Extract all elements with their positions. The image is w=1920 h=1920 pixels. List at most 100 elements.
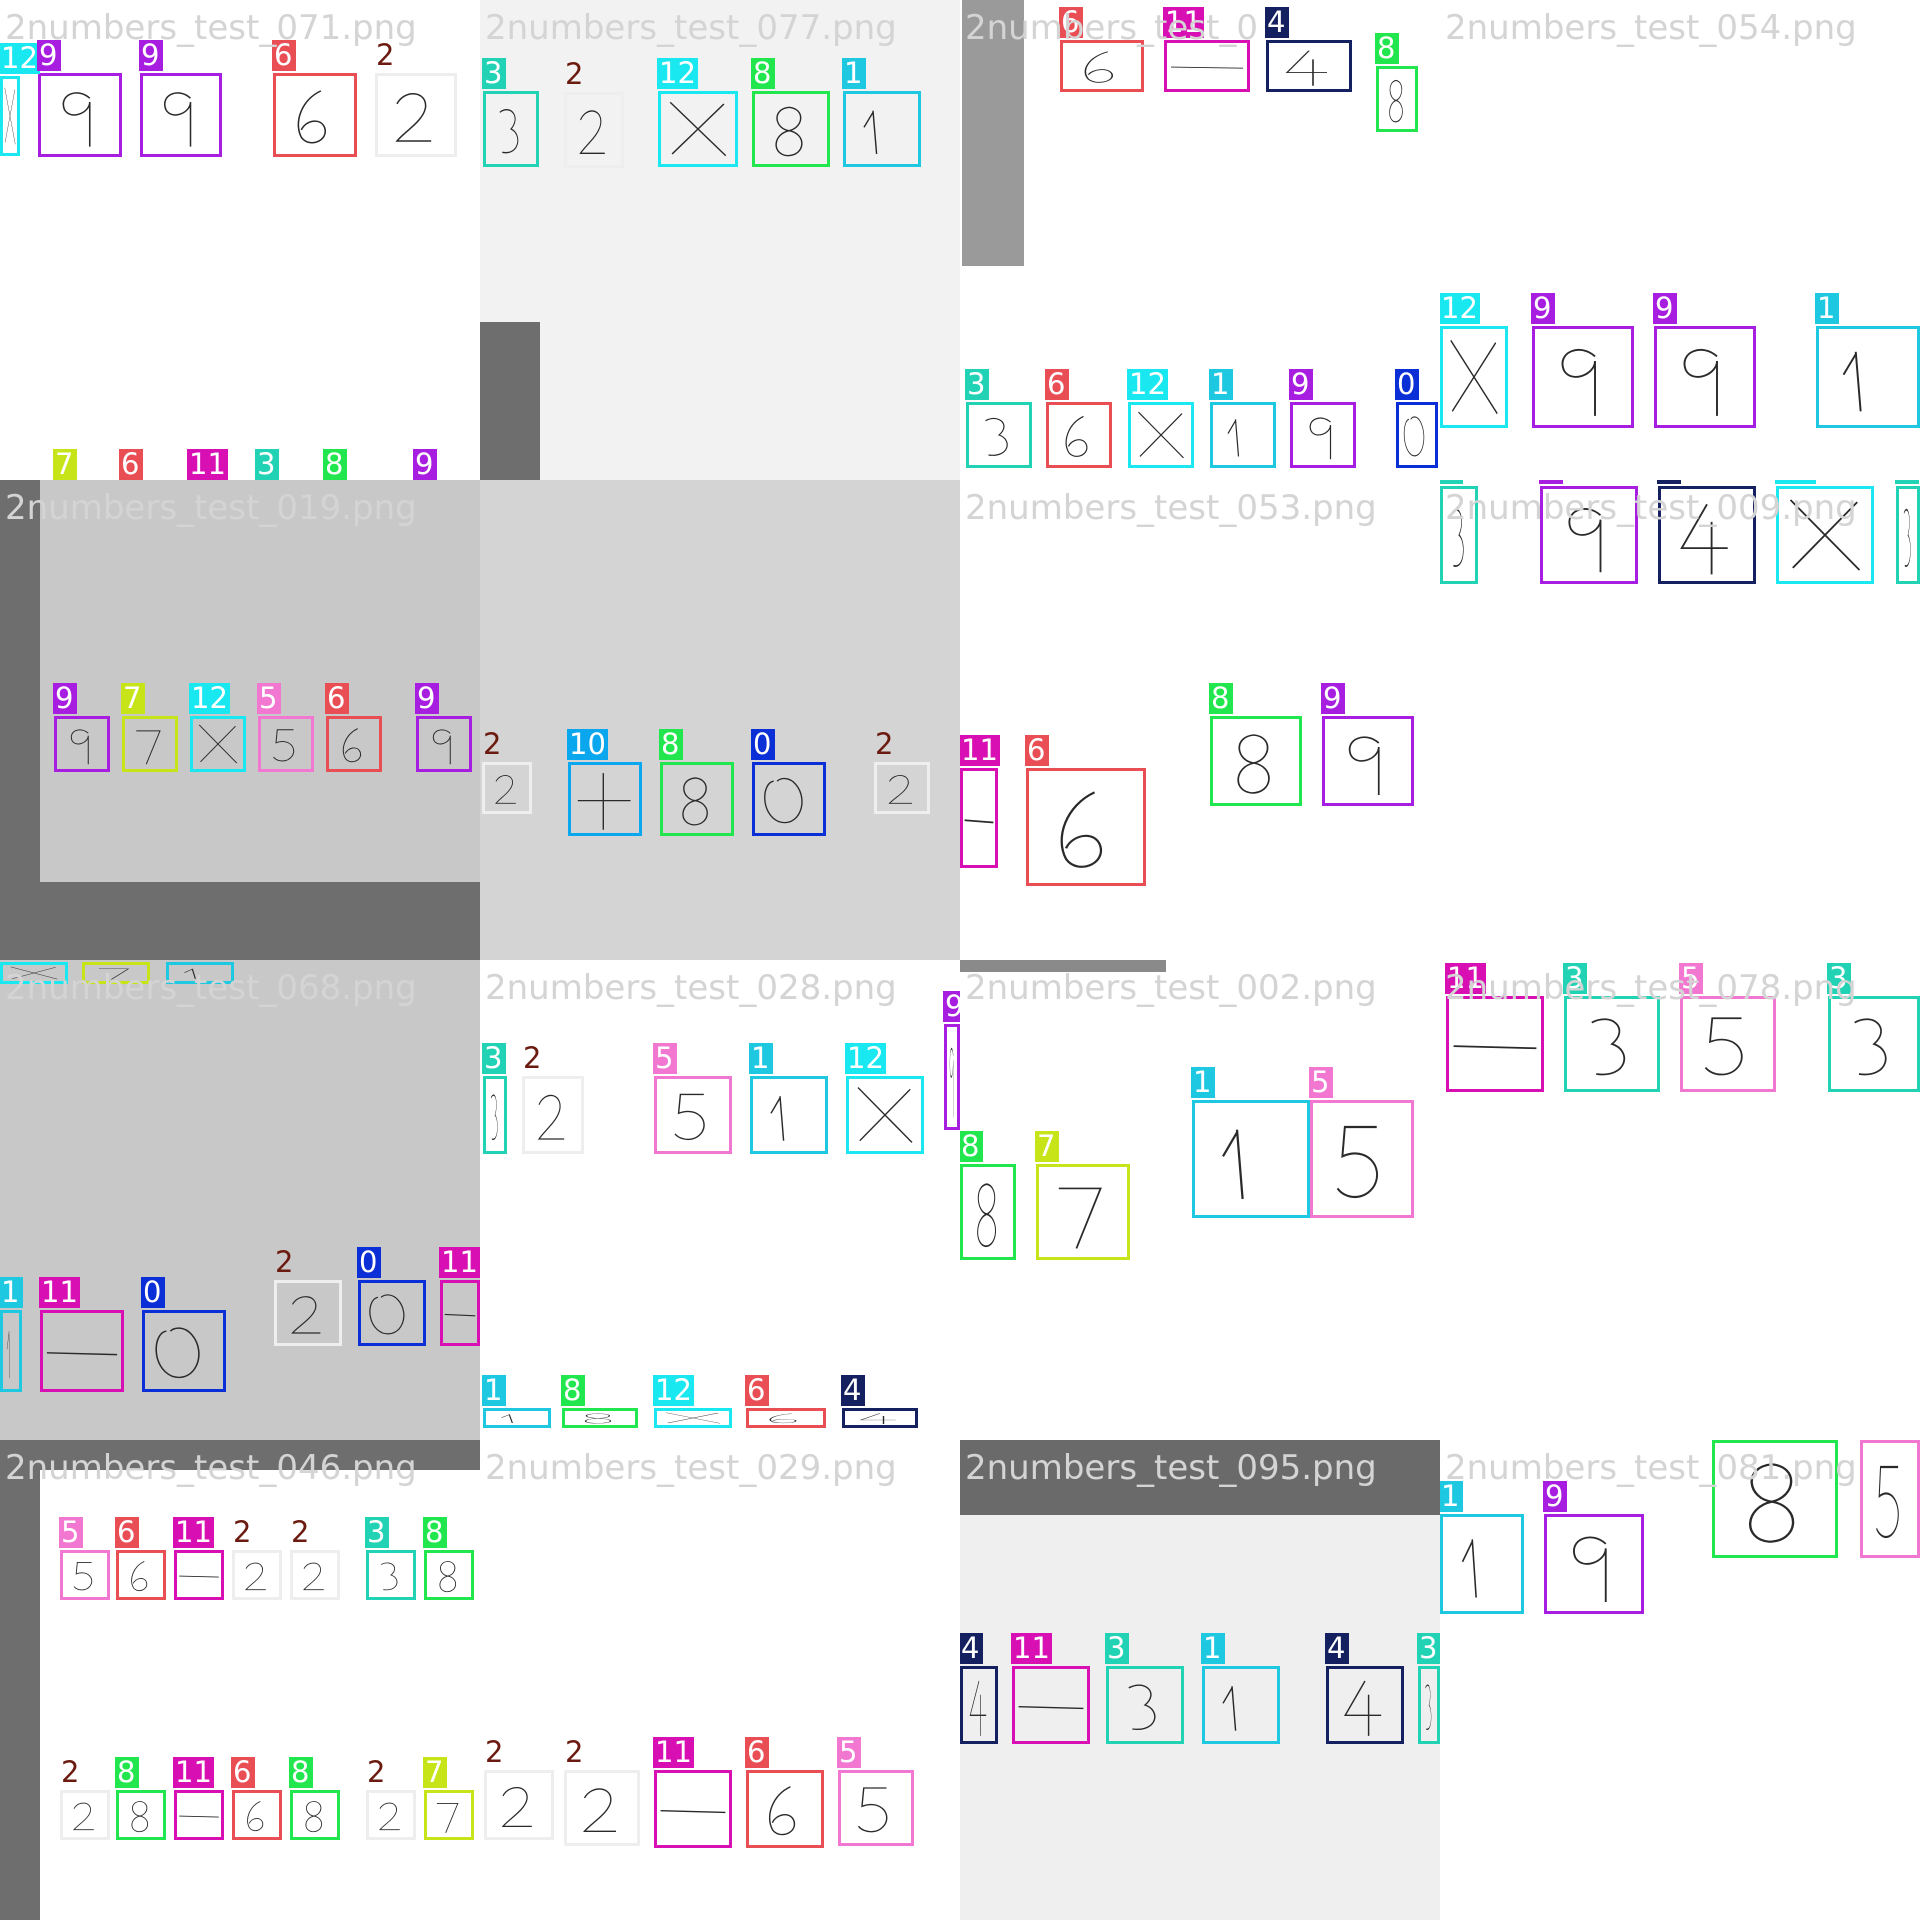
detection-box[interactable]	[750, 1076, 828, 1154]
detection-box[interactable]	[274, 1280, 342, 1346]
detection-box[interactable]	[1544, 1514, 1644, 1614]
detection-box[interactable]	[483, 1076, 507, 1154]
detection-box[interactable]	[38, 73, 122, 157]
detection-box[interactable]	[1828, 996, 1920, 1092]
detection-box[interactable]	[1654, 326, 1756, 428]
detection-box[interactable]	[0, 962, 68, 984]
detection-box[interactable]	[358, 1280, 426, 1346]
detection-box[interactable]	[40, 1310, 124, 1392]
detection-box[interactable]	[1440, 1514, 1524, 1614]
detection-box[interactable]	[654, 1076, 732, 1154]
detection-box[interactable]	[874, 762, 930, 814]
detection-box[interactable]	[1192, 1100, 1310, 1218]
detection-box[interactable]	[1210, 402, 1276, 468]
detection-box[interactable]	[0, 1310, 22, 1392]
detection-box[interactable]	[1440, 326, 1508, 428]
detection-box[interactable]	[1564, 996, 1660, 1092]
detection-box[interactable]	[1680, 996, 1776, 1092]
detection-box[interactable]	[1418, 1666, 1440, 1744]
detection-box[interactable]	[174, 1790, 224, 1840]
detection-box[interactable]	[1396, 402, 1438, 468]
detection-box[interactable]	[960, 768, 998, 868]
detection-box[interactable]	[944, 1024, 960, 1130]
detection-box[interactable]	[166, 962, 234, 984]
detection-box[interactable]	[1012, 1666, 1090, 1744]
detection-box[interactable]	[482, 762, 532, 814]
detection-box[interactable]	[564, 1770, 640, 1846]
detection-box[interactable]	[658, 91, 738, 167]
detection-box[interactable]	[290, 1790, 340, 1840]
detection-box[interactable]	[1202, 1666, 1280, 1744]
detection-box[interactable]	[60, 1790, 110, 1840]
detection-box[interactable]	[752, 91, 830, 167]
detection-box[interactable]	[1540, 486, 1638, 584]
detection-box[interactable]	[174, 1550, 224, 1600]
detection-box[interactable]	[1326, 1666, 1404, 1744]
detection-box[interactable]	[1164, 40, 1250, 92]
detection-box[interactable]	[752, 762, 826, 836]
detection-box[interactable]	[326, 716, 382, 772]
detection-box[interactable]	[190, 716, 246, 772]
detection-box[interactable]	[1322, 716, 1414, 806]
detection-box[interactable]	[842, 1408, 918, 1428]
detection-box[interactable]	[54, 716, 110, 772]
detection-box[interactable]	[838, 1770, 914, 1846]
detection-box[interactable]	[564, 92, 624, 168]
detection-box[interactable]	[232, 1550, 282, 1600]
detection-box[interactable]	[273, 73, 357, 157]
detection-box[interactable]	[1036, 1164, 1130, 1260]
detection-box[interactable]	[60, 1550, 110, 1600]
detection-box[interactable]	[375, 73, 457, 157]
detection-box[interactable]	[746, 1408, 826, 1428]
detection-box[interactable]	[82, 962, 150, 984]
detection-box[interactable]	[1128, 402, 1194, 468]
detection-box[interactable]	[122, 716, 178, 772]
detection-box[interactable]	[1046, 402, 1112, 468]
detection-box[interactable]	[366, 1790, 416, 1840]
detection-box[interactable]	[1532, 326, 1634, 428]
detection-box[interactable]	[1440, 486, 1478, 584]
detection-box[interactable]	[966, 402, 1032, 468]
detection-box[interactable]	[1712, 1440, 1838, 1558]
detection-box[interactable]	[1860, 1440, 1920, 1558]
detection-box[interactable]	[483, 1408, 551, 1428]
detection-box[interactable]	[1816, 326, 1920, 428]
detection-box[interactable]	[424, 1550, 474, 1600]
detection-box[interactable]	[654, 1408, 732, 1428]
detection-box[interactable]	[654, 1770, 732, 1848]
detection-box[interactable]	[416, 716, 472, 772]
detection-box[interactable]	[1290, 402, 1356, 468]
detection-box[interactable]	[1896, 486, 1920, 584]
detection-box[interactable]	[142, 1310, 226, 1392]
detection-box[interactable]	[1446, 996, 1544, 1092]
detection-box[interactable]	[424, 1790, 474, 1840]
detection-box[interactable]	[116, 1550, 166, 1600]
detection-box[interactable]	[483, 91, 539, 167]
detection-box[interactable]	[522, 1076, 584, 1154]
detection-box[interactable]	[484, 1770, 554, 1840]
detection-box[interactable]	[746, 1770, 824, 1848]
detection-box[interactable]	[846, 1076, 924, 1154]
detection-box[interactable]	[1060, 40, 1144, 92]
detection-box[interactable]	[1776, 486, 1874, 584]
detection-box[interactable]	[1026, 768, 1146, 886]
detection-box[interactable]	[1310, 1100, 1414, 1218]
detection-box[interactable]	[116, 1790, 166, 1840]
detection-box[interactable]	[562, 1408, 638, 1428]
detection-box[interactable]	[290, 1550, 340, 1600]
detection-box[interactable]	[440, 1280, 480, 1346]
detection-box[interactable]	[960, 1666, 998, 1744]
detection-box[interactable]	[660, 762, 734, 836]
detection-box[interactable]	[1658, 486, 1756, 584]
detection-box[interactable]	[843, 91, 921, 167]
detection-box[interactable]	[0, 76, 20, 156]
detection-box[interactable]	[1376, 66, 1418, 132]
detection-box[interactable]	[140, 73, 222, 157]
detection-box[interactable]	[1210, 716, 1302, 806]
detection-box[interactable]	[960, 1164, 1016, 1260]
detection-box[interactable]	[258, 716, 314, 772]
detection-box[interactable]	[366, 1550, 416, 1600]
detection-box[interactable]	[568, 762, 642, 836]
detection-box[interactable]	[1266, 40, 1352, 92]
detection-box[interactable]	[232, 1790, 282, 1840]
